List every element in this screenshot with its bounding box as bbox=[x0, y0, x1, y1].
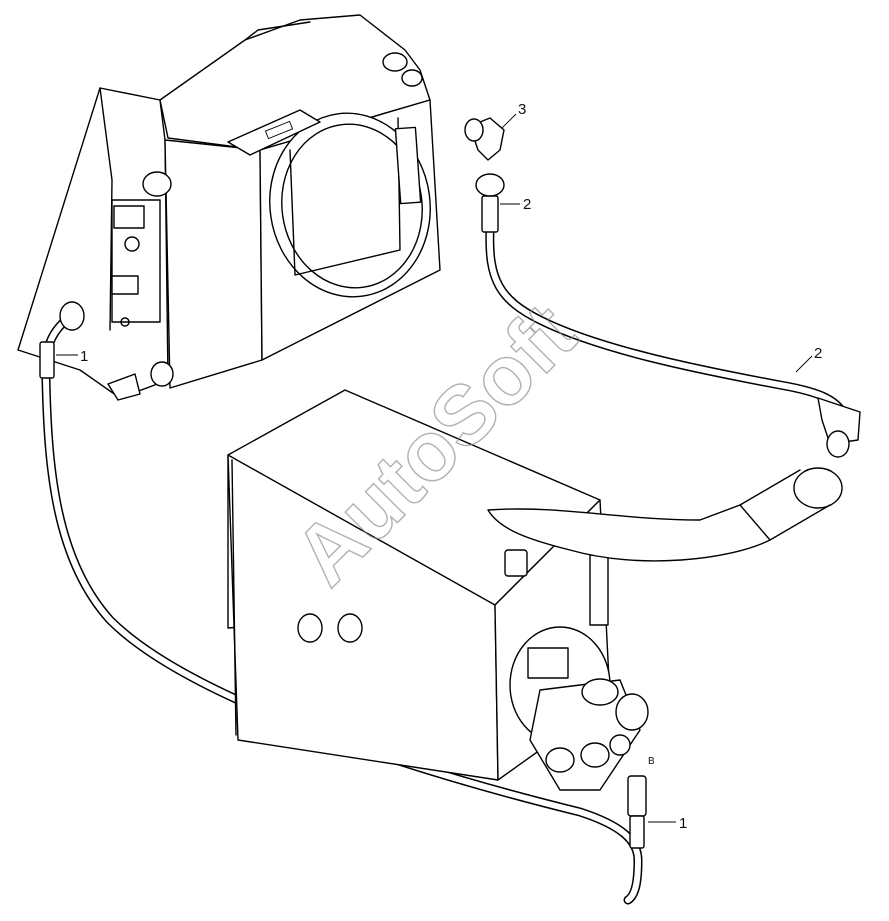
callout-label: 3 bbox=[518, 101, 526, 118]
port-label: B bbox=[648, 756, 655, 767]
temperature-sensor bbox=[111, 275, 139, 295]
valve-top bbox=[527, 647, 569, 679]
callout-2-upper: 2 bbox=[500, 196, 531, 213]
suction-pipe bbox=[487, 504, 771, 562]
hose-2 bbox=[475, 173, 861, 458]
radiator-slot bbox=[394, 126, 422, 205]
hose-1 bbox=[39, 301, 647, 905]
callout-label: 2 bbox=[814, 345, 822, 362]
tank-filler-cap bbox=[504, 549, 528, 577]
radiator-left-lower-pipe bbox=[150, 361, 174, 387]
suction-pipe-end bbox=[793, 467, 843, 509]
hose-1-upper-fitting bbox=[39, 341, 55, 379]
callout-2-right: 2 bbox=[795, 345, 822, 373]
sight-glass bbox=[589, 554, 609, 626]
drain-plug-right bbox=[337, 613, 363, 643]
radiator-foot bbox=[107, 373, 141, 401]
hose-1-lower-fitting bbox=[627, 775, 647, 817]
callout-1-lower: 1 bbox=[648, 815, 687, 832]
radiator-front-face bbox=[164, 139, 263, 389]
callout-label: 1 bbox=[80, 348, 88, 365]
radiator-upper-pipe bbox=[382, 52, 408, 72]
drain-plug-left bbox=[297, 613, 323, 643]
callout-label: 2 bbox=[523, 196, 531, 213]
elbow-fitting-3 bbox=[464, 117, 505, 161]
hose-1-upper-nut bbox=[59, 301, 85, 331]
hydraulic-tank bbox=[227, 389, 843, 791]
radiator-assembly bbox=[17, 14, 441, 401]
callout-3: 3 bbox=[501, 101, 526, 129]
hose-2-upper-nut bbox=[475, 173, 505, 197]
callout-1-upper: 1 bbox=[56, 348, 88, 365]
callout-label: 1 bbox=[679, 815, 687, 832]
hose-2-upper-fitting bbox=[481, 195, 499, 233]
top-tab-plate bbox=[227, 109, 321, 156]
fan-opening bbox=[269, 112, 431, 298]
valve-plug bbox=[124, 236, 140, 252]
port-label-b: B bbox=[648, 756, 655, 767]
radiator-left-upper-pipe bbox=[142, 171, 172, 197]
